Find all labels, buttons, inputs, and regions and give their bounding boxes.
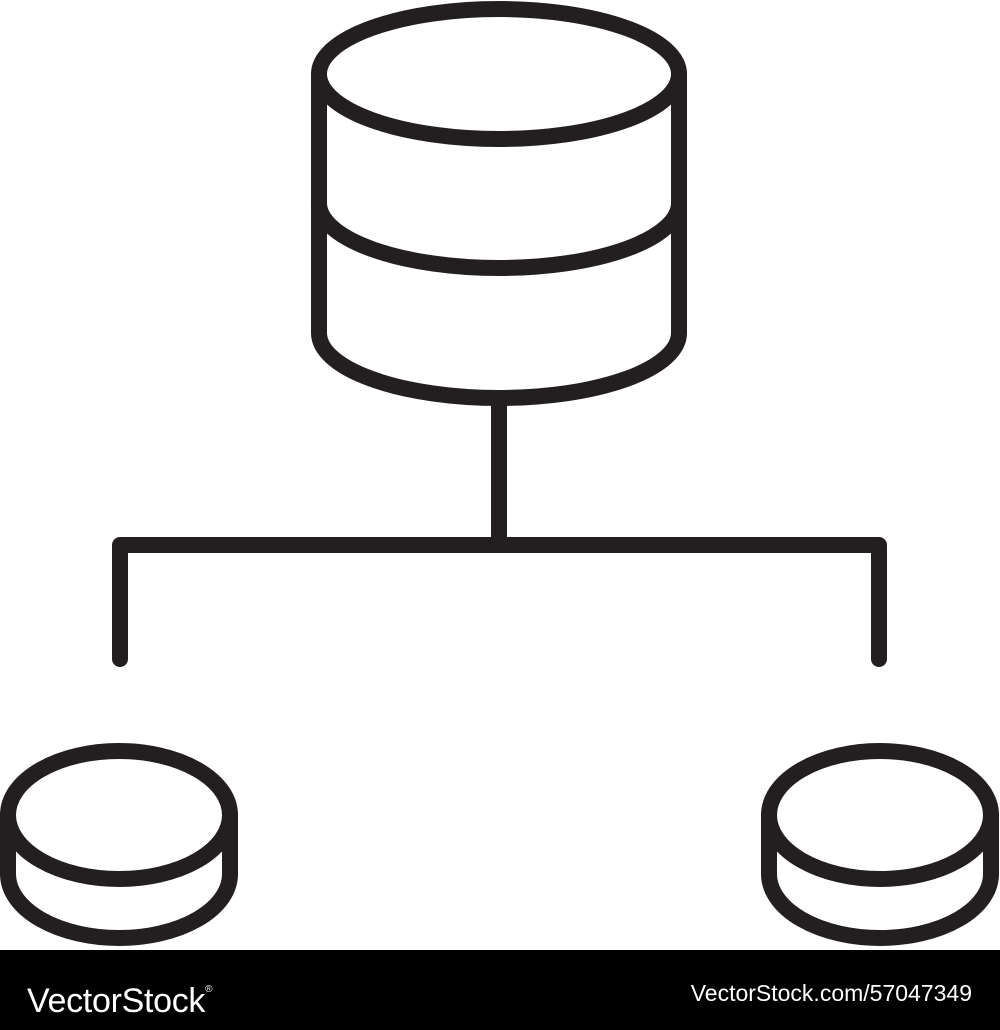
right-database-top [761,743,999,887]
left-database-icon [0,743,238,946]
main-database-divider-1 [311,195,687,276]
connector-lines [112,390,887,667]
database-network-diagram [0,1,999,946]
left-database-body [0,807,238,946]
right-database-icon [761,743,999,946]
image-id-label: VectorStock.com/57047349 [690,980,972,1006]
right-database-body [761,807,999,946]
brand-name: VectorStock [27,982,206,1020]
vectorstock-logo: VectorStock® [27,968,213,1023]
diagram-canvas [0,1,999,946]
trademark-symbol: ® [205,984,213,995]
watermark-footer [0,950,1000,1030]
branch-line [112,537,887,667]
main-database-icon [311,1,687,406]
left-database-top [0,743,238,887]
main-database-top [311,1,687,147]
